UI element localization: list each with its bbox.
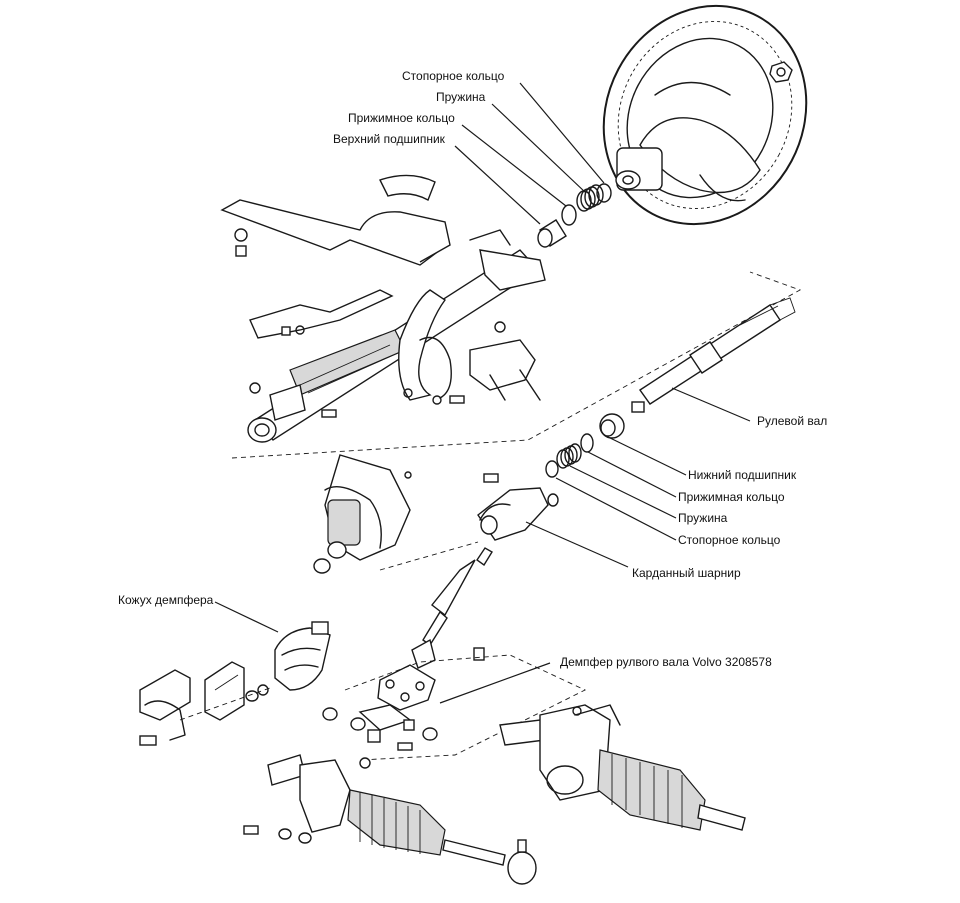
upper-mount-bracket <box>220 174 451 339</box>
label-retaining-ring-bottom: Стопорное кольцо <box>678 533 781 547</box>
leader-damper-cover <box>214 601 279 633</box>
label-shaft-damper: Демпфер рулвого вала Volvo 3208578 <box>560 655 772 669</box>
upper-bearing-part <box>537 219 567 248</box>
intermediate-shaft <box>411 547 493 669</box>
clamp-ring-top-part <box>561 204 577 226</box>
label-spring-top: Пружина <box>436 90 486 104</box>
boot-guide-dash <box>379 541 479 571</box>
label-universal-joint: Карданный шарнир <box>632 566 741 580</box>
damper-guide-dash <box>344 654 587 761</box>
leader-shaft-damper <box>439 662 551 704</box>
leader-retaining-ring-top <box>519 82 605 184</box>
leader-lower-bearing <box>605 435 687 476</box>
leader-steering-shaft <box>671 387 751 422</box>
steering-wheel-nut <box>769 61 793 83</box>
upper-guide-dash <box>231 271 802 459</box>
label-damper-cover: Кожух демпфера <box>118 593 214 607</box>
label-retaining-ring-top: Стопорное кольцо <box>402 69 505 83</box>
label-upper-bearing: Верхний подшипник <box>333 132 446 146</box>
label-clamp-ring-bottom: Прижимная кольцо <box>678 490 785 504</box>
label-spring-bottom: Пружина <box>678 511 728 525</box>
lower-column-bracket <box>269 289 452 421</box>
label-lower-bearing: Нижний подшипник <box>688 468 797 482</box>
leader-spring-top <box>491 103 587 194</box>
spring-bottom-part <box>556 443 582 469</box>
steering-rack-left <box>243 754 537 885</box>
label-steering-shaft: Рулевой вал <box>757 414 827 428</box>
retaining-ring-bottom-part <box>545 460 559 478</box>
shaft-damper-part <box>322 664 438 751</box>
ignition-lock-assembly <box>469 321 541 401</box>
leader-upper-bearing <box>454 145 541 225</box>
leader-spring-bottom <box>569 465 677 519</box>
damper-cover-part <box>274 621 331 691</box>
leader-lines <box>214 82 751 704</box>
clamp-ring-bottom-part <box>580 433 594 453</box>
lower-bearing-part <box>599 401 645 439</box>
column-switch-bracket <box>469 229 546 291</box>
column-boot <box>313 454 412 574</box>
retaining-ring-top-part <box>596 183 612 203</box>
universal-joint-part <box>477 473 559 541</box>
leader-clamp-ring-top <box>461 124 567 207</box>
steering-rack-right <box>499 704 746 831</box>
label-clamp-ring-top: Прижимное кольцо <box>348 111 455 125</box>
steering-wheel <box>602 4 808 226</box>
leader-universal-joint <box>525 521 629 568</box>
leader-clamp-ring-bottom <box>587 451 677 498</box>
leader-retaining-ring-bottom <box>555 477 677 541</box>
damper-mount-brackets <box>139 661 271 746</box>
steering-shaft-part <box>639 297 796 405</box>
upper-bolts <box>234 228 465 418</box>
